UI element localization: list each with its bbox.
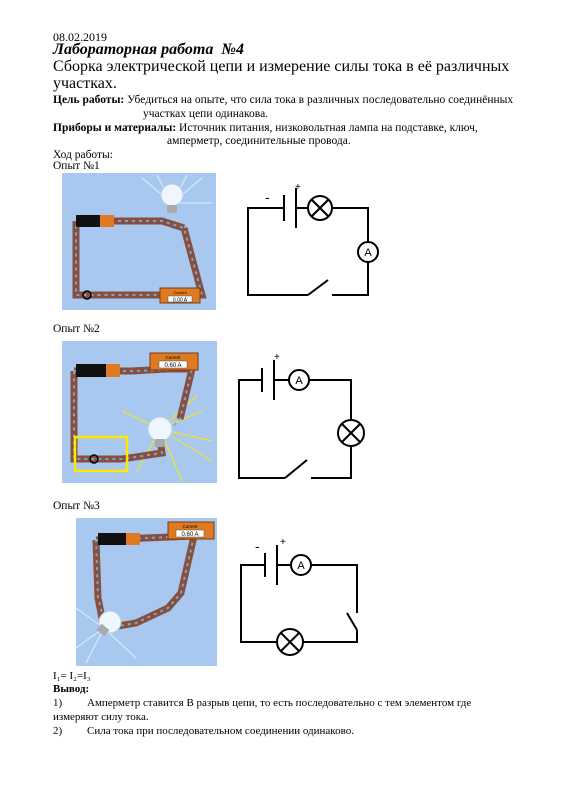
experiment-1-label: Опыт №1	[53, 160, 100, 172]
goal-label: Цель работы:	[53, 94, 125, 106]
experiment-1-circuit: Current 0.00 A	[72, 174, 212, 304]
page-title: Лабораторная работа №4	[53, 41, 244, 58]
experiment-3-schematic: - + A	[240, 537, 358, 656]
conclusion-item-2-num: 2)	[53, 725, 63, 737]
experiment-3-circuit: Current 0.60 A	[75, 521, 215, 664]
plus-sign: +	[295, 182, 301, 193]
conclusion-item-2-text: Сила тока при последовательном соединени…	[87, 725, 354, 737]
page-subtitle: Сборка электрической цепи и измерение си…	[53, 58, 510, 92]
ammeter-label: A	[295, 375, 303, 387]
experiment-2-circuit: Current 0.60 A	[70, 352, 213, 482]
experiment-2-label: Опыт №2	[53, 323, 100, 335]
progress-label: Ход работы:	[53, 149, 113, 161]
plus-sign: +	[280, 537, 286, 548]
meter-value: 0.00 A	[173, 298, 188, 304]
current-equality: I₁= I₂=I₃	[53, 670, 91, 682]
conclusion-item-1-cont: измеряют силу тока.	[53, 711, 149, 723]
minus-sign: -	[265, 189, 270, 205]
conclusion-item-1-text: Амперметр ставится В разрыв цепи, то ест…	[87, 697, 472, 709]
goal-text: Убедиться на опыте, что сила тока в разл…	[127, 94, 514, 106]
materials-text: Источник питания, низковольтная лампа на…	[179, 122, 478, 134]
experiment-1-schematic: - + A	[247, 182, 379, 296]
goal-line: Цель работы: Убедиться на опыте, что сил…	[53, 93, 513, 107]
experiment-3-photo: Current 0.60 A	[75, 518, 217, 666]
meter-title: Current	[165, 355, 181, 360]
materials-line: Приборы и материалы: Источник питания, н…	[53, 121, 478, 135]
materials-text-cont: амперметр, соединительные провода.	[167, 135, 351, 147]
meter-value: 0.60 A	[181, 532, 198, 538]
goal-text-cont: участках цепи одинакова.	[143, 108, 269, 120]
experiment-2-photo: Current 0.60 A	[62, 341, 217, 483]
experiment-3-label: Опыт №3	[53, 500, 100, 512]
experiment-1-photo: Current 0.00 A	[62, 173, 216, 310]
ammeter-label: A	[364, 247, 372, 259]
conclusion-label: Вывод:	[53, 683, 90, 695]
materials-label: Приборы и материалы:	[53, 122, 177, 134]
conclusion-item-1-num: 1)	[53, 697, 63, 709]
meter-title: Current	[182, 524, 198, 529]
meter-title: Current	[173, 290, 187, 295]
minus-sign: -	[255, 538, 260, 554]
date: 08.02.2019	[53, 30, 107, 44]
meter-value: 0.60 A	[164, 363, 181, 369]
plus-sign: +	[274, 352, 280, 363]
ammeter-label: A	[297, 560, 305, 572]
experiment-2-schematic: + A	[238, 352, 365, 479]
